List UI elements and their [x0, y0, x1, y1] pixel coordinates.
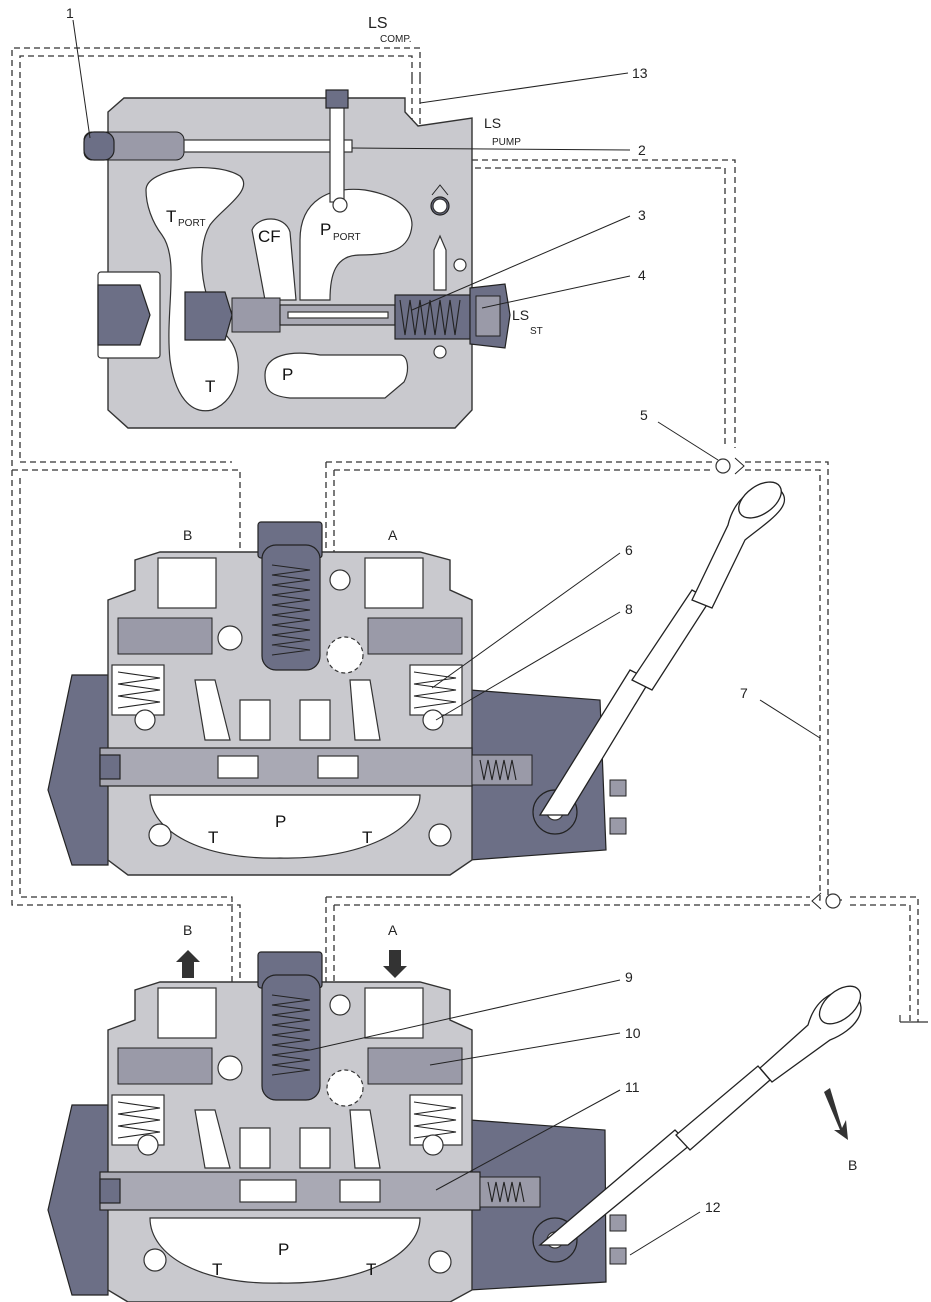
label-p-lower: P — [278, 1240, 289, 1259]
callout-9: 9 — [625, 969, 633, 985]
callout-2: 2 — [638, 142, 646, 158]
label-t-lower-right: T — [366, 1260, 376, 1279]
flow-arrows — [176, 950, 848, 1140]
callout-4: 4 — [638, 267, 646, 283]
check-valves — [431, 184, 841, 910]
arrow-lever-b — [824, 1088, 848, 1140]
label-b-lower: B — [183, 922, 192, 938]
label-p-port-sub: PORT — [333, 232, 361, 243]
callout-13: 13 — [632, 65, 648, 81]
callout-8: 8 — [625, 601, 633, 617]
work-section-upper — [47, 521, 627, 876]
label-ls-comp-sub: COMP. — [380, 34, 412, 45]
callout-10: 10 — [625, 1025, 641, 1041]
label-p-upper: P — [275, 812, 286, 831]
label-ls-pump-sub: PUMP — [492, 137, 521, 148]
check-valve-lower — [825, 893, 841, 909]
arrow-down-a — [383, 950, 407, 978]
callout-6: 6 — [625, 542, 633, 558]
work-section-lower — [47, 951, 627, 1302]
label-b-upper: B — [183, 527, 192, 543]
callout-3: 3 — [638, 207, 646, 223]
label-p-port: P — [320, 220, 331, 239]
label-t-port-sub: PORT — [178, 218, 206, 229]
label-t-upper-right: T — [362, 828, 372, 847]
callout-1: 1 — [66, 5, 74, 21]
arrow-up-b — [176, 950, 200, 978]
check-valve-5 — [715, 458, 731, 474]
text-labels: LS COMP. LS PUMP LS ST T PORT CF P PORT … — [66, 5, 857, 1279]
label-ls-pump: LS — [484, 115, 501, 131]
lever-lower — [538, 985, 862, 1246]
label-cf: CF — [258, 227, 281, 246]
inlet-section — [83, 89, 511, 429]
label-t-lower-left: T — [212, 1260, 222, 1279]
label-ls-st: LS — [512, 307, 529, 323]
callout-5: 5 — [640, 407, 648, 423]
label-a-lower: A — [388, 922, 398, 938]
leader-lines — [72, 19, 821, 1256]
check-valve-top — [432, 198, 448, 214]
callout-12: 12 — [705, 1199, 721, 1215]
label-t-port: T — [166, 207, 176, 226]
label-t-upper-left: T — [208, 828, 218, 847]
callout-7: 7 — [740, 685, 748, 701]
label-ls-st-sub: ST — [530, 326, 543, 337]
label-b-lever: B — [848, 1157, 857, 1173]
label-a-upper: A — [388, 527, 398, 543]
callout-11: 11 — [625, 1079, 640, 1095]
label-t-inlet: T — [205, 377, 215, 396]
lever-upper — [538, 481, 786, 816]
label-ls-comp: LS — [368, 15, 388, 32]
label-p-inlet: P — [282, 365, 293, 384]
